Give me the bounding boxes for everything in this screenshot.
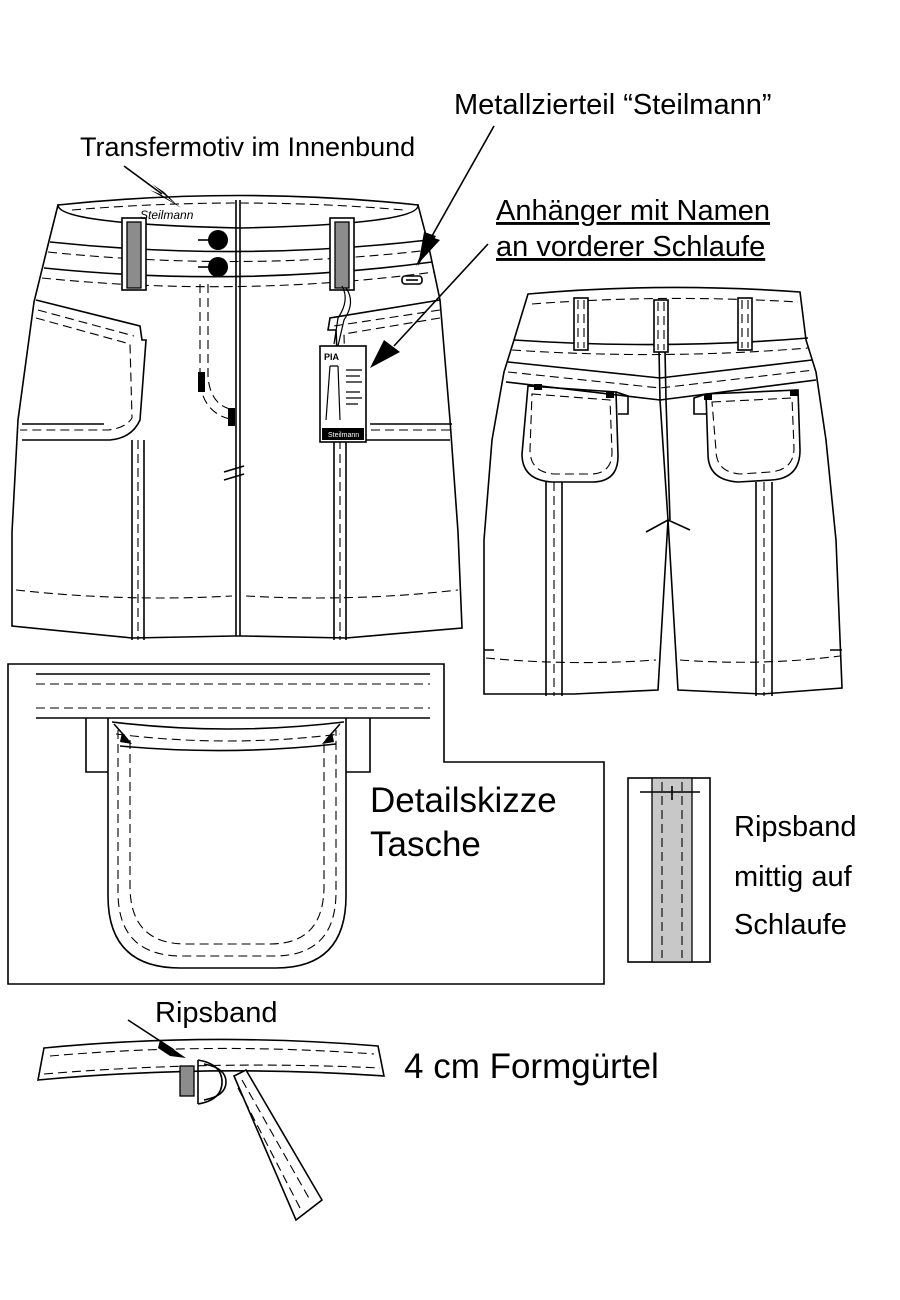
detail-title-line1: Detailskizze bbox=[370, 781, 557, 820]
hangtag-label-line2: an vorderer Schlaufe bbox=[496, 231, 765, 263]
hangtag-name: PIA bbox=[324, 352, 340, 362]
hangtag-label-line1: Anhänger mit Namen bbox=[496, 195, 770, 227]
ribbon-loop-detail: Ripsband mittig auf Schlaufe bbox=[627, 777, 857, 963]
belt-label: 4 cm Formgürtel bbox=[404, 1047, 659, 1086]
callouts: Transfermotiv im Innenbund Metallziertei… bbox=[80, 89, 772, 368]
metal-trim-label: Metallzierteil “Steilmann” bbox=[454, 89, 772, 121]
ribbon-label-line3: Schlaufe bbox=[734, 909, 847, 941]
ribbon-label-line2: mittig auf bbox=[734, 861, 853, 893]
shaped-belt: Ripsband 4 cm Formgürtel bbox=[37, 997, 659, 1222]
hangtag: PIA Steilmann bbox=[319, 345, 367, 443]
waistband-logo: Steilmann bbox=[140, 208, 194, 222]
belt-ribbon-label: Ripsband bbox=[155, 997, 278, 1029]
shorts-back-view bbox=[483, 286, 843, 696]
detail-title-line2: Tasche bbox=[370, 825, 481, 864]
shorts-front-view: Steilmann PIA Steilmann bbox=[11, 194, 463, 640]
hangtag-brand: Steilmann bbox=[328, 432, 359, 439]
transfer-motif-label: Transfermotiv im Innenbund bbox=[80, 132, 415, 162]
ribbon-label-line1: Ripsband bbox=[734, 811, 857, 843]
pocket-detail-box: Detailskizze Tasche bbox=[7, 663, 605, 985]
belt-ribbon bbox=[179, 1065, 195, 1097]
